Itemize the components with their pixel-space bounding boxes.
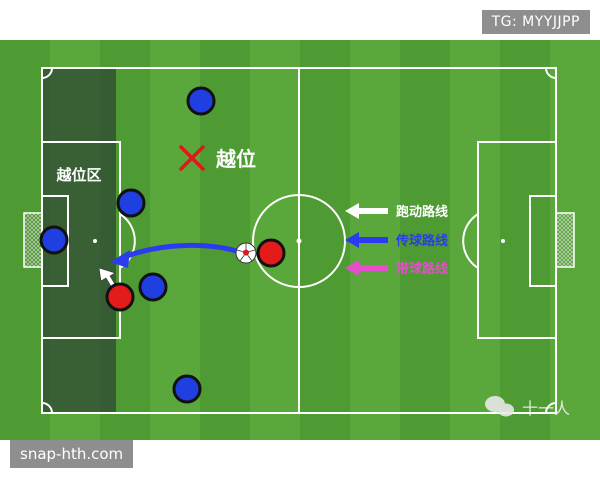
soccer-ball-icon [235,242,257,264]
legend-item-dribble: 带球路线 [345,260,448,277]
right-goal [555,212,575,268]
pass-route-arrow [121,242,243,260]
offside-mark-label: 越位 [215,147,256,171]
pass-arrowhead [110,250,130,268]
pitch: 越位区 越位 [0,40,600,440]
legend: 跑动路线 传球路线 带球路线 [345,203,448,277]
legend-item-pass: 传球路线 [345,232,448,249]
red-player [105,282,135,312]
offside-zone-label: 越位区 [55,166,101,184]
legend-label-pass: 传球路线 [395,233,448,249]
red-players [105,238,286,312]
blue-player [138,272,168,302]
wechat-icon [485,396,514,417]
left-goal [23,212,43,268]
blue-player [116,188,146,218]
legend-item-run: 跑动路线 [345,203,448,220]
site-badge: snap-hth.com [10,440,134,468]
offside-cross-icon [179,145,205,171]
blue-player [172,374,202,404]
blue-players [39,86,216,404]
telegram-badge: TG: MYYJJPP [481,10,590,34]
blue-player [186,86,216,116]
legend-label-dribble: 带球路线 [396,261,448,277]
blue-player [39,225,69,255]
legend-label-run: 跑动路线 [396,204,448,220]
watermark-text: 十一人 [522,399,570,418]
red-player [256,238,286,268]
